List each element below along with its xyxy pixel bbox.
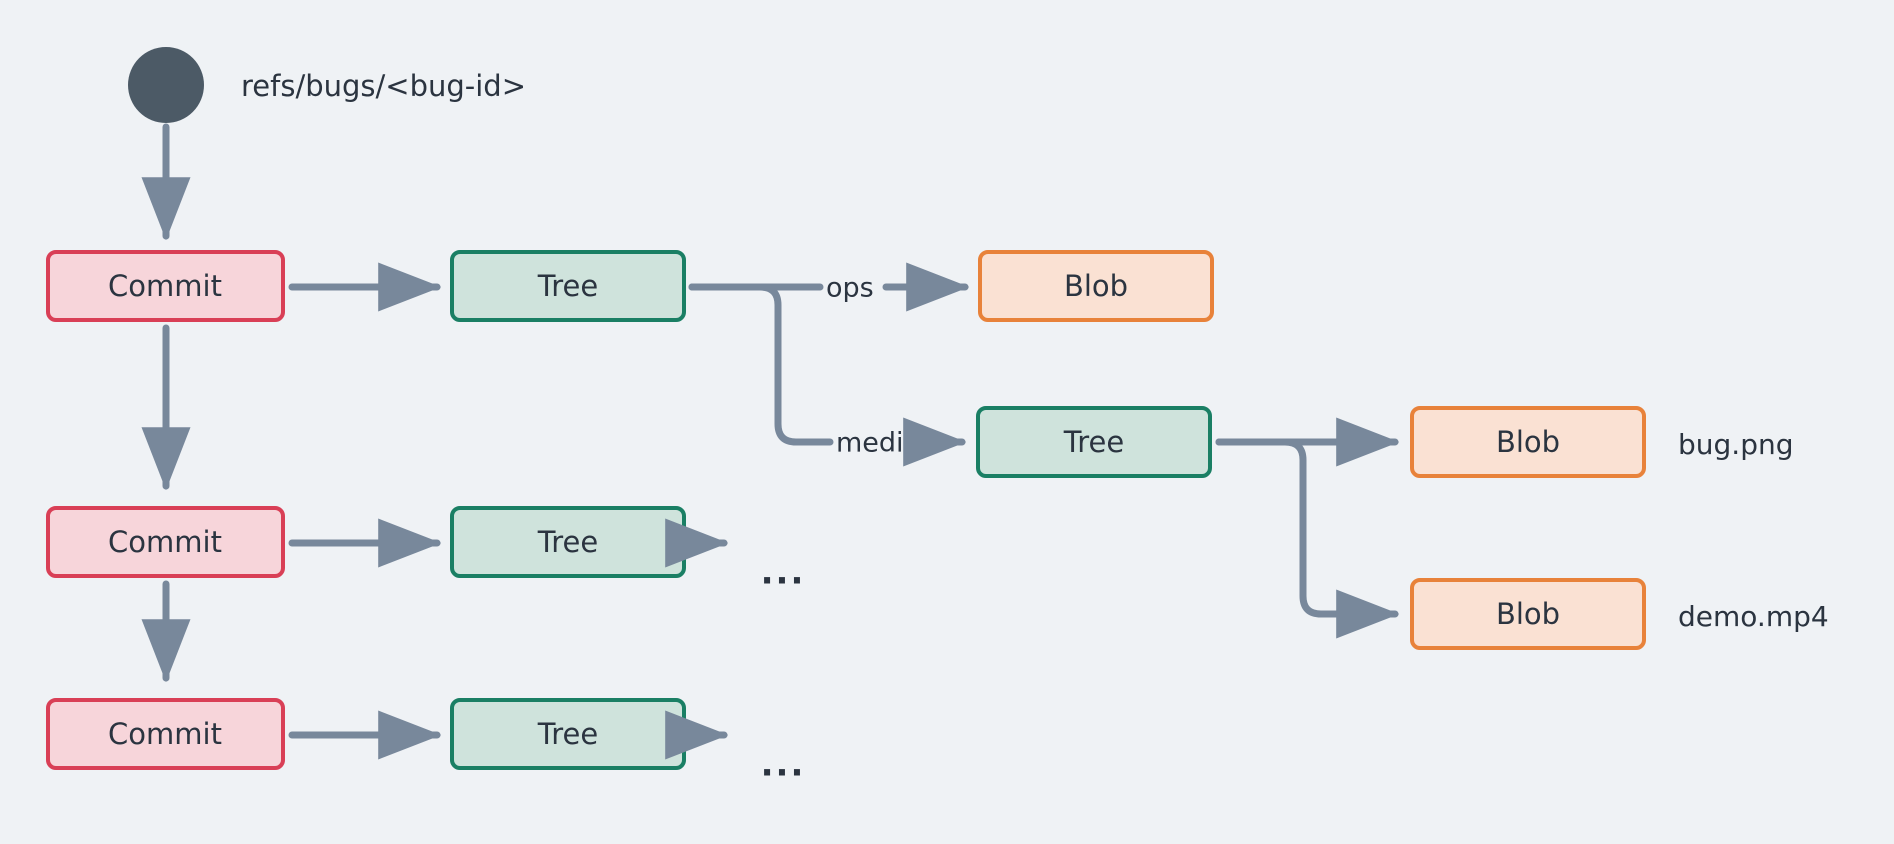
node-tree-media-label: Tree: [1063, 425, 1124, 459]
node-blob-ops[interactable]: [978, 250, 1214, 322]
ref-label: refs/bugs/<bug-id>: [241, 69, 526, 103]
ellipsis-row-2: ...: [761, 553, 806, 593]
side-label-bug-png: bug.png: [1678, 428, 1794, 461]
node-blob-demo-mp4[interactable]: [1410, 578, 1646, 650]
node-tree-root-1-label: Tree: [537, 269, 598, 303]
edge-tree1-to-media-label: [688, 283, 834, 446]
node-commit-2[interactable]: [46, 506, 285, 578]
node-commit-3[interactable]: [46, 698, 285, 770]
node-blob-ops-label: Blob: [1064, 269, 1128, 303]
node-commit-2-label: Commit: [108, 525, 222, 559]
start-node-circle: [128, 47, 204, 123]
ellipsis-row-3: ...: [761, 745, 806, 785]
edge-label-media: media: [836, 428, 920, 459]
node-blob-demo-mp4-label: Blob: [1496, 597, 1560, 631]
node-tree-root-3-label: Tree: [537, 717, 598, 751]
side-label-demo-mp4: demo.mp4: [1678, 600, 1829, 633]
edge-label-ops: ops: [826, 273, 874, 304]
node-commit-1-label: Commit: [108, 269, 222, 303]
node-tree-root-1[interactable]: [450, 250, 686, 322]
node-commit-1[interactable]: [46, 250, 285, 322]
edge-treemedia-to-blob-demomp4: [1215, 438, 1400, 639]
node-tree-root-2-label: Tree: [537, 525, 598, 559]
node-blob-bug-png[interactable]: [1410, 406, 1646, 478]
node-blob-bug-png-label: Blob: [1496, 425, 1560, 459]
node-tree-media[interactable]: [976, 406, 1212, 478]
node-commit-3-label: Commit: [108, 717, 222, 751]
